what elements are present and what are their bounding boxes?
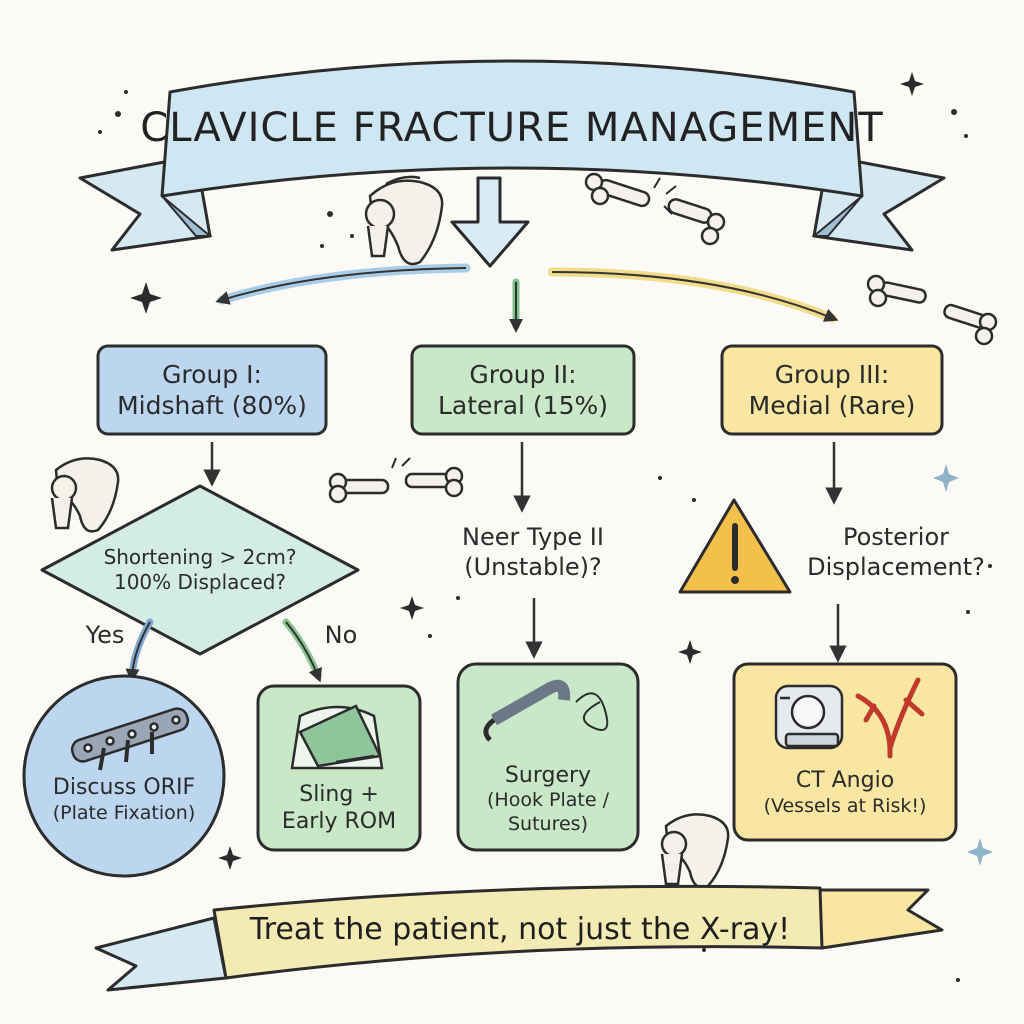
plate-screws-icon bbox=[70, 707, 190, 771]
sparkle-icon bbox=[130, 72, 993, 870]
decision-diamond bbox=[40, 484, 360, 656]
group-1-name: Group I: bbox=[162, 359, 262, 389]
shoulder-icon bbox=[364, 175, 444, 266]
group-2-label: Group II: Lateral (15%) bbox=[412, 346, 634, 434]
orif-outcome: Discuss ORIF (Plate Fixation) bbox=[34, 768, 214, 832]
surgery-detail-1: (Hook Plate / bbox=[487, 789, 609, 811]
surgery-outcome: Surgery (Hook Plate / Sutures) bbox=[458, 756, 638, 842]
group-1-type: Midshaft (80%) bbox=[117, 391, 307, 420]
group-1-box bbox=[96, 344, 328, 436]
main-down-arrow bbox=[450, 176, 530, 268]
no-label: No bbox=[324, 621, 358, 649]
footer-ribbon bbox=[94, 884, 944, 992]
neer-question: Neer Type II (Unstable)? bbox=[440, 512, 626, 592]
dots-decoration bbox=[98, 90, 992, 982]
displacement-label: Displacement? bbox=[807, 553, 985, 581]
neer-unstable: (Unstable)? bbox=[464, 553, 602, 581]
group-2-type: Lateral (15%) bbox=[438, 391, 608, 420]
neer-type: Neer Type II bbox=[462, 523, 604, 551]
shoulder-icon bbox=[660, 813, 730, 889]
ct-detail: (Vessels at Risk!) bbox=[763, 794, 927, 817]
sling-outcome: Sling + Early ROM bbox=[258, 776, 420, 840]
blood-vessels-icon bbox=[855, 677, 925, 759]
ct-title: CT Angio bbox=[795, 768, 895, 794]
group-2-box bbox=[410, 344, 636, 436]
hook-plate-icon bbox=[483, 679, 609, 742]
yes-label: Yes bbox=[85, 621, 125, 649]
title-ribbon bbox=[78, 59, 946, 252]
broken-bone-icon bbox=[584, 172, 726, 246]
decision-question: Shortening > 2cm? 100% Displaced? bbox=[82, 530, 318, 610]
page-title: CLAVICLE FRACTURE MANAGEMENT bbox=[140, 105, 884, 151]
footer-message: Treat the patient, not just the X-ray! bbox=[249, 912, 791, 948]
arrow-no bbox=[285, 621, 322, 683]
posterior-label: Posterior bbox=[842, 523, 950, 551]
orif-title: Discuss ORIF bbox=[52, 775, 196, 801]
broken-bone-icon bbox=[866, 274, 998, 346]
question-shortening: Shortening > 2cm? bbox=[103, 545, 297, 569]
arm-sling-icon bbox=[290, 704, 384, 770]
arrow-yes bbox=[125, 621, 151, 683]
ct-outcome: CT Angio (Vessels at Risk!) bbox=[734, 760, 956, 826]
surgery-detail-2: Sutures) bbox=[508, 812, 588, 835]
ct-scanner-icon bbox=[774, 684, 844, 750]
shoulder-icon bbox=[50, 457, 120, 533]
broken-bone-icon bbox=[328, 457, 464, 504]
group-3-name: Group III: bbox=[774, 359, 890, 389]
top-arrows bbox=[215, 176, 839, 333]
group-3-box bbox=[720, 344, 944, 436]
posterior-question: Posterior Displacement? bbox=[796, 512, 996, 592]
group-3-label: Group III: Medial (Rare) bbox=[722, 346, 942, 434]
surgery-title: Surgery bbox=[504, 762, 592, 788]
sling-title: Sling + bbox=[299, 781, 379, 807]
orif-detail: (Plate Fixation) bbox=[52, 801, 196, 824]
group-1-label: Group I: Midshaft (80%) bbox=[98, 346, 326, 434]
group-3-type: Medial (Rare) bbox=[748, 391, 916, 420]
group-2-name: Group II: bbox=[469, 359, 577, 389]
warning-icon bbox=[678, 498, 792, 594]
question-displaced: 100% Displaced? bbox=[113, 570, 287, 594]
sling-detail: Early ROM bbox=[281, 809, 397, 834]
